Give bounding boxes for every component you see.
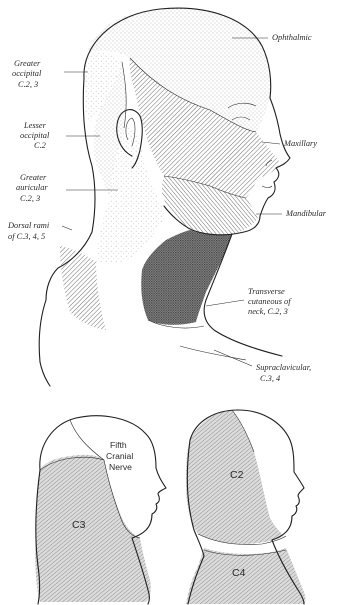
shoulder-outline bbox=[39, 300, 50, 386]
clavicle-line bbox=[180, 346, 246, 360]
label-ophthalmic: Ophthalmic bbox=[272, 33, 312, 42]
label-greater-auricular-2: auricular bbox=[16, 183, 48, 192]
bottom-left-head: Fifth Cranial Nerve C3 bbox=[35, 416, 166, 604]
label-greater-occipital-2: occipital bbox=[12, 69, 42, 78]
label-greater-occipital-1: Greater bbox=[14, 59, 41, 68]
c3-region bbox=[35, 455, 151, 602]
label-mandibular: Mandibular bbox=[285, 209, 327, 218]
mouth bbox=[262, 186, 272, 188]
label-nerve: Nerve bbox=[109, 462, 132, 472]
label-supraclavicular-2: C.3, 4 bbox=[260, 374, 280, 383]
label-cranial: Cranial bbox=[106, 451, 133, 461]
label-transverse-2: cutaneous of bbox=[248, 297, 292, 306]
label-greater-auricular-3: C.2, 3 bbox=[20, 194, 40, 203]
label-c2: C2 bbox=[230, 469, 244, 481]
label-greater-auricular-1: Greater bbox=[20, 173, 47, 182]
label-lesser-occipital-1: Lesser bbox=[23, 121, 47, 130]
label-greater-occipital-3: C.2, 3 bbox=[18, 80, 38, 89]
label-supraclavicular-1: Supraclavicular, bbox=[256, 363, 311, 372]
label-lesser-occipital-3: C.2 bbox=[34, 141, 46, 150]
label-c4: C4 bbox=[232, 567, 246, 579]
label-transverse-1: Transverse bbox=[248, 287, 285, 296]
label-lesser-occipital-2: occipital bbox=[20, 131, 50, 140]
label-transverse-3: neck, C.2, 3 bbox=[248, 307, 288, 316]
label-dorsal-rami-1: Dorsal rami bbox=[7, 221, 50, 230]
label-maxillary: Maxillary bbox=[283, 139, 317, 148]
transverse-cutaneous-region bbox=[141, 230, 232, 325]
label-fifth: Fifth bbox=[110, 440, 127, 450]
label-dorsal-rami-2: of C.3, 4, 5 bbox=[8, 232, 45, 241]
bottom-right-head: C2 C4 bbox=[186, 410, 306, 604]
label-c3: C3 bbox=[72, 519, 86, 531]
top-head-diagram: Ophthalmic Maxillary Mandibular Transver… bbox=[7, 8, 327, 386]
